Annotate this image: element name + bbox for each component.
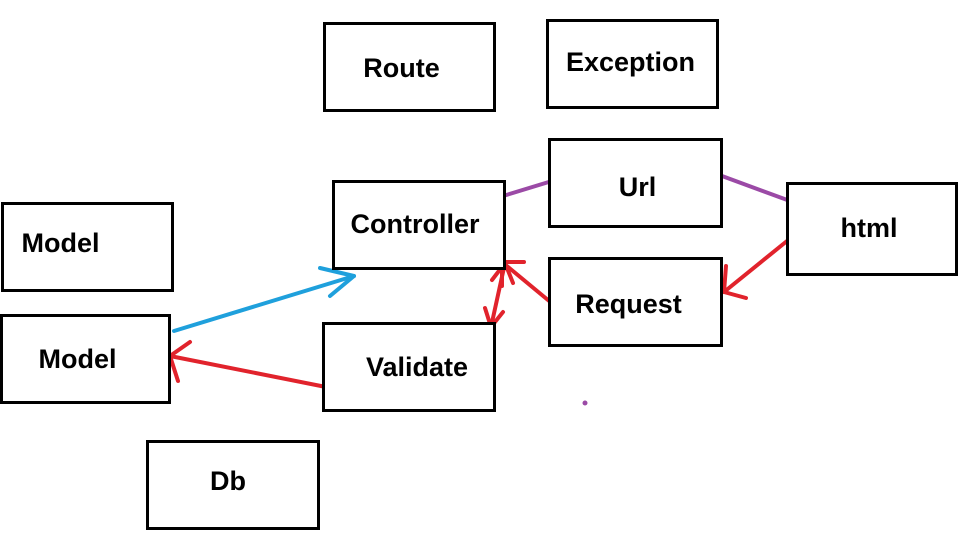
node-model-top: Model (1, 202, 174, 292)
node-model-bottom: Model (0, 314, 171, 404)
node-request: Request (548, 257, 723, 347)
node-db-label: Db (210, 465, 246, 496)
stray-dot (582, 400, 588, 406)
node-request-label: Request (575, 288, 682, 319)
node-html: html (786, 182, 958, 276)
node-controller-label: Controller (350, 208, 480, 239)
node-route: Route (323, 22, 496, 112)
node-model-bottom-label: Model (38, 343, 117, 374)
arrow-html-to-request (722, 239, 789, 300)
node-url: Url (548, 138, 723, 228)
arrow-request-to-controller (500, 260, 556, 307)
node-model-top-label: Model (21, 227, 100, 258)
arrow-model-to-controller (172, 266, 356, 333)
node-route-label: Route (363, 52, 440, 83)
node-validate: Validate (322, 322, 496, 412)
line-controller-to-url (501, 179, 554, 198)
node-url-label: Url (618, 171, 657, 202)
node-db: Db (146, 440, 320, 530)
arrow-validate-to-model (168, 340, 328, 389)
node-exception-label: Exception (565, 46, 696, 77)
node-controller: Controller (332, 180, 506, 270)
arrow-controller-validate (483, 261, 515, 329)
node-html-label: html (840, 212, 898, 243)
node-exception: Exception (546, 19, 719, 109)
line-url-to-html (720, 174, 792, 203)
node-validate-label: Validate (365, 351, 469, 382)
